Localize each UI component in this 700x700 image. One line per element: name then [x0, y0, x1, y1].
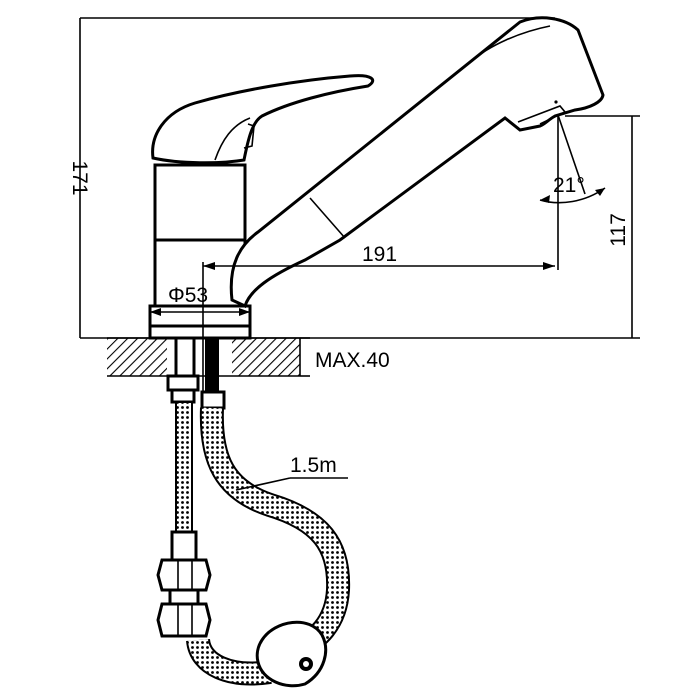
mounting-hardware	[166, 336, 226, 410]
base-diameter-label: Φ53	[168, 284, 208, 307]
height-label: 171	[68, 160, 91, 195]
spout-height-label: 117	[607, 213, 630, 246]
reach-dimension-191: 191	[202, 243, 555, 400]
pullout-hose: 1.5m	[186, 407, 351, 686]
hose-weight	[255, 620, 328, 688]
hose-length-label: 1.5m	[290, 454, 337, 477]
countertop-section: MAX.40	[107, 337, 390, 377]
pullout-spout	[229, 16, 605, 309]
base-diameter-dimension: Φ53	[150, 284, 250, 316]
spout-height-dimension-117: 117	[250, 115, 640, 339]
height-dimension-171: 171	[68, 17, 555, 339]
angle-dimension-21: 21°	[539, 114, 606, 270]
supply-hose	[156, 401, 212, 638]
reach-label: 191	[362, 243, 397, 266]
max-thickness-label: MAX.40	[315, 349, 390, 372]
angle-label: 21°	[553, 174, 585, 197]
lever-handle	[151, 74, 374, 165]
